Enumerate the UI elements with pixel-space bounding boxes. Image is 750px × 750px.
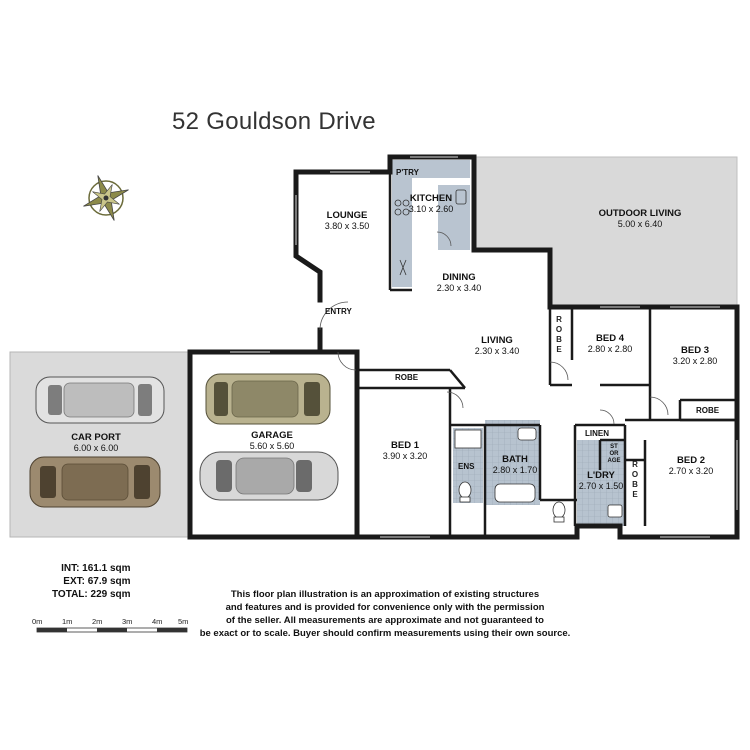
- total-area: TOTAL: 229 sqm: [52, 589, 131, 600]
- room-pantry: P'TRY: [396, 168, 419, 177]
- kitchen-bench: [392, 160, 412, 287]
- carport-car-2: [29, 456, 161, 508]
- disclaimer-line: be exact or to scale. Buyer should confi…: [199, 628, 571, 639]
- exterior-area: EXT: 67.9 sqm: [63, 576, 131, 587]
- scale-label: 4m: [152, 617, 163, 626]
- bath-toilet: [552, 501, 566, 519]
- bathtub: [494, 483, 536, 503]
- page-title: 52 Gouldson Drive: [172, 108, 376, 135]
- disclaimer-line: of the seller. All measurements are appr…: [226, 615, 544, 626]
- room-robe-bed1: ROBE: [395, 373, 419, 382]
- room-robe-bed3: ROBE: [696, 406, 720, 415]
- disclaimer: This floor plan illustration is an appro…: [190, 588, 580, 640]
- compass-rose-icon: [83, 175, 129, 221]
- laundry-tub: [607, 504, 623, 518]
- area-summary: INT: 161.1 sqm EXT: 67.9 sqm TOTAL: 229 …: [52, 562, 131, 601]
- room-linen: LINEN: [585, 429, 609, 438]
- scale-label: 0m: [32, 617, 43, 626]
- scale-label: 2m: [92, 617, 103, 626]
- disclaimer-line: This floor plan illustration is an appro…: [230, 589, 540, 600]
- scale-label: 3m: [122, 617, 133, 626]
- ensuite-shower: [454, 429, 482, 449]
- garage-car-1: [205, 373, 331, 425]
- room-ensuite: ENS: [458, 462, 475, 471]
- scale-bar: [36, 627, 188, 633]
- carport-car-1: [35, 376, 165, 424]
- garage-car-2: [199, 451, 339, 501]
- room-entry: ENTRY: [325, 307, 352, 316]
- scale-label: 1m: [62, 617, 73, 626]
- scale-label: 5m: [178, 617, 189, 626]
- ensuite-toilet: [458, 481, 472, 499]
- disclaimer-line: and features and is provided for conveni…: [225, 602, 545, 613]
- vanity-sink: [517, 427, 537, 441]
- interior-area: INT: 161.1 sqm: [61, 563, 131, 574]
